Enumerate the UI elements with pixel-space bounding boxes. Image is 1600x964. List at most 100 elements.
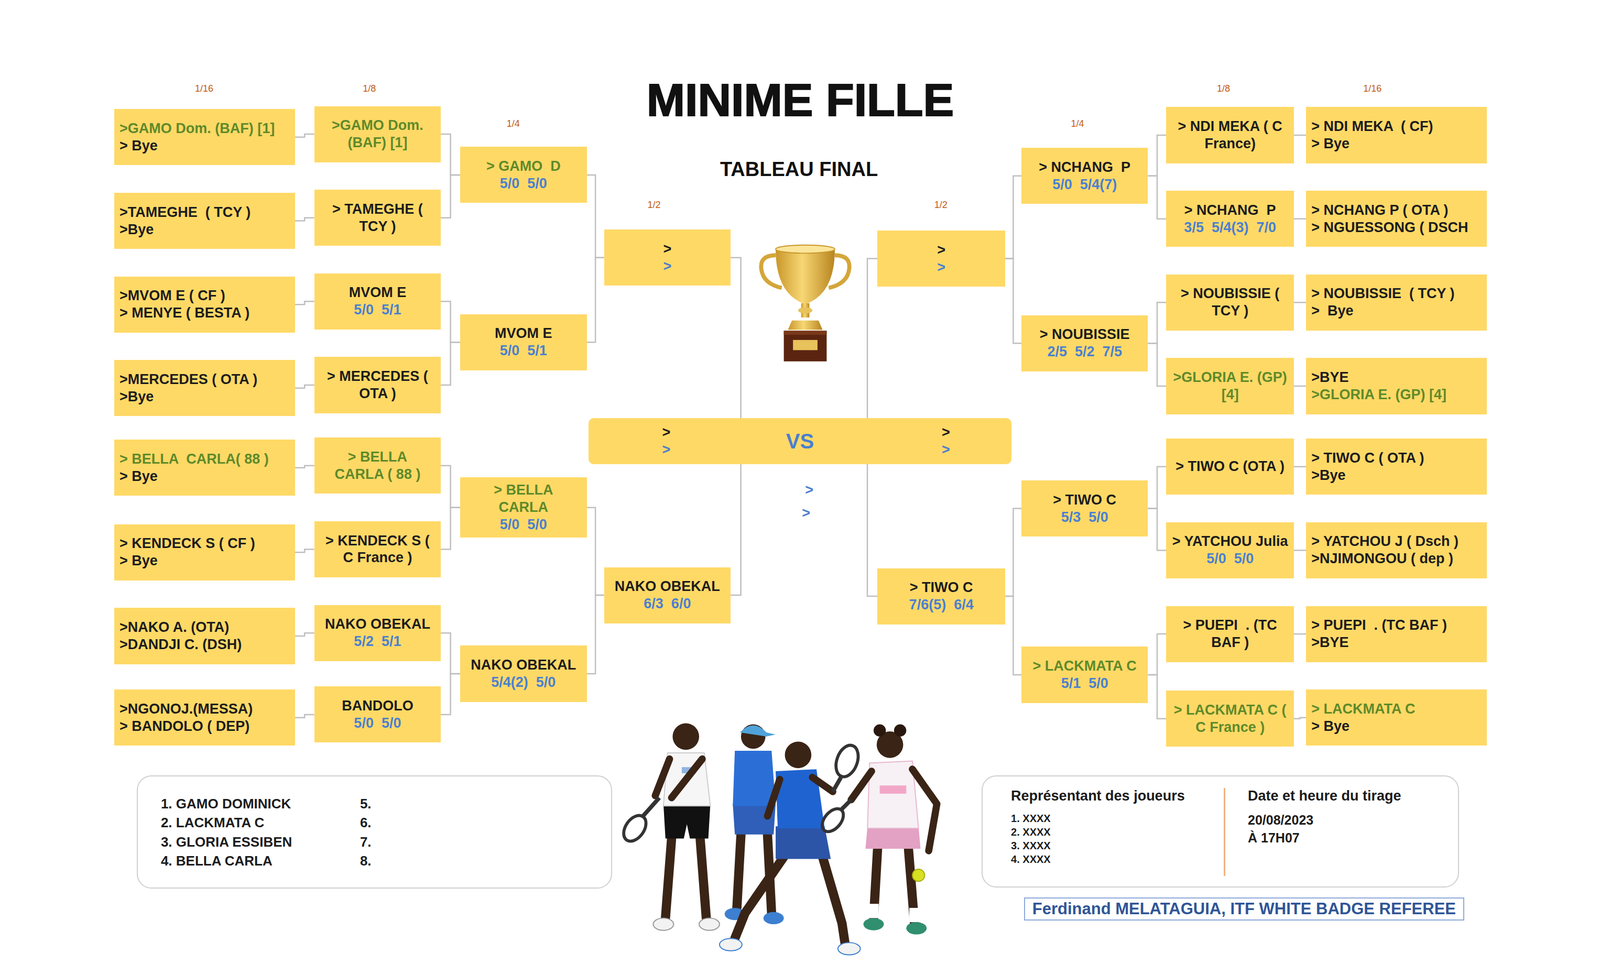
- bracket-line: [1147, 466, 1167, 509]
- box-text: 5/0 5/1: [319, 301, 436, 319]
- player-box: > PUEPI . (TC BAF )>BYE: [1305, 606, 1487, 663]
- bracket-line: [440, 301, 461, 343]
- box-text: > NGUESSONG ( DSCH: [1311, 219, 1482, 237]
- player-box: > YATCHOU Julia5/0 5/0: [1166, 522, 1294, 579]
- bracket-line: [586, 257, 605, 343]
- round-label: 1/4: [1071, 117, 1085, 129]
- box-text: 5/0 5/1: [465, 342, 582, 360]
- bracket-line: [440, 633, 461, 674]
- bracket-line: [1005, 258, 1022, 344]
- bracket-line: [440, 342, 461, 386]
- round-label: 1/8: [1216, 83, 1231, 95]
- bracket-line: [440, 673, 461, 715]
- player-box: >NGONOJ.(MESSA)> BANDOLO ( DEP): [114, 689, 296, 746]
- bracket-line: [295, 218, 315, 222]
- subtitle: TABLEAU FINAL: [720, 158, 878, 181]
- player-box: > NCHANG P5/0 5/4(7): [1021, 147, 1148, 204]
- player-box: > NOUBISSIE ( TCY ): [1166, 274, 1294, 331]
- box-text: >: [882, 258, 1000, 277]
- box-text: >BYE: [1311, 634, 1482, 652]
- info-heading: Représentant des joueurs: [1010, 788, 1219, 805]
- round-label: 1/16: [1363, 83, 1382, 95]
- bracket-line: [1293, 717, 1306, 720]
- bracket-line: [1147, 508, 1167, 551]
- bracket-line: [295, 465, 315, 468]
- box-text: >GAMO Dom. (BAF) [1]: [119, 120, 290, 138]
- bracket-line: [295, 301, 315, 305]
- bracket-line: [295, 633, 315, 637]
- box-text: > TIWO C: [882, 579, 1000, 597]
- box-text: > PUEPI . (TC BAF ): [1311, 616, 1482, 635]
- info-item: 1. XXXX: [1010, 811, 1219, 826]
- box-text: 3/5 5/4(3) 7/0: [1171, 219, 1289, 237]
- bracket-line: [730, 464, 741, 596]
- box-text: > TIWO C: [1026, 491, 1143, 509]
- player-box: > GAMO D5/0 5/0: [460, 146, 587, 203]
- bracket-line: [1147, 343, 1167, 387]
- box-text: > Bye: [119, 137, 290, 155]
- box-text: >BYE: [1311, 368, 1482, 387]
- box-text: >NGONOJ.(MESSA): [119, 700, 290, 718]
- player-box: > LACKMATA C5/1 5/0: [1021, 646, 1148, 703]
- seed-entry: 7.: [360, 832, 596, 852]
- info-item: 3. XXXX: [1010, 839, 1219, 853]
- box-text: NAKO OBEKAL: [465, 656, 582, 674]
- box-text: > NCHANG P ( OTA ): [1311, 201, 1482, 220]
- bracket-line: [1293, 218, 1306, 220]
- box-text: > LACKMATA C ( C France ): [1171, 701, 1289, 737]
- seed-entry: 5.: [360, 794, 596, 814]
- player-box: > LACKMATA C> Bye: [1305, 689, 1487, 746]
- box-text: > LACKMATA C: [1311, 700, 1482, 718]
- box-text: MVOM E: [319, 284, 436, 302]
- player-box: >NAKO A. (OTA)>DANDJI C. (DSH): [114, 607, 296, 665]
- bracket-line: [1147, 176, 1167, 220]
- box-text: > NOUBISSIE ( TCY ): [1171, 285, 1289, 320]
- player-box: NAKO OBEKAL5/4(2) 5/0: [460, 645, 587, 702]
- player-box: > NDI MEKA ( CF)> Bye: [1305, 106, 1487, 163]
- bracket-line: [1147, 634, 1167, 676]
- seed-entry: 6.: [360, 813, 596, 833]
- bracket-line: [1293, 466, 1306, 468]
- seed-entry: 3. GLORIA ESSIBEN: [160, 832, 361, 852]
- box-text: > MENYE ( BESTA ): [119, 304, 290, 322]
- player-box: > TIWO C (OTA ): [1166, 438, 1294, 495]
- box-text: > NDI MEKA ( C France): [1171, 117, 1289, 153]
- round-label: 1/2: [934, 199, 948, 211]
- info-column: Date et heure du tirage20/08/2023À 17H07: [1223, 788, 1458, 877]
- player-box: > KENDECK S ( CF )> Bye: [114, 524, 296, 581]
- arrow-marker: >: [801, 505, 811, 522]
- final-slot: VS: [786, 428, 814, 455]
- box-text: >MVOM E ( CF ): [119, 287, 290, 305]
- box-text: 5/2 5/1: [319, 633, 436, 651]
- box-text: 5/1 5/0: [1026, 675, 1143, 693]
- box-text: > NDI MEKA ( CF): [1311, 117, 1482, 136]
- player-box: > TIWO C7/6(5) 6/4: [877, 568, 1005, 625]
- box-text: > BELLA CARLA: [465, 481, 582, 517]
- slot-text: >: [941, 423, 951, 442]
- box-text: > YATCHOU J ( Dsch ): [1311, 532, 1482, 551]
- bracket-line: [867, 464, 878, 597]
- box-text: >: [882, 241, 1000, 259]
- final-slot: >>: [661, 423, 671, 459]
- versus-text: VS: [786, 428, 814, 455]
- box-text: >GLORIA E. (GP) [4]: [1171, 368, 1289, 404]
- seed-list: 1. GAMO DOMINICK2. LACKMATA C3. GLORIA E…: [137, 776, 612, 881]
- box-text: > BELLA CARLA ( 88 ): [319, 448, 436, 484]
- box-text: 5/0 5/0: [1171, 550, 1289, 568]
- box-text: > LACKMATA C: [1026, 657, 1143, 676]
- player-box: >GAMO Dom. (BAF) [1]: [314, 106, 441, 163]
- box-text: >Bye: [119, 221, 290, 239]
- bracket-line: [1147, 675, 1167, 720]
- box-text: >GAMO Dom. (BAF) [1]: [319, 116, 436, 152]
- player-box: > NDI MEKA ( C France): [1166, 106, 1294, 163]
- box-text: > Bye: [119, 467, 290, 486]
- player-box: NAKO OBEKAL5/2 5/1: [314, 605, 441, 662]
- player-box: > TIWO C ( OTA )>Bye: [1305, 438, 1487, 495]
- bracket-line: [730, 257, 741, 419]
- seed-entry: 2. LACKMATA C: [160, 813, 361, 833]
- info-panel: Représentant des joueurs1. XXXX2. XXXX3.…: [981, 775, 1460, 888]
- round-label: 1/2: [647, 199, 661, 211]
- box-text: MVOM E: [465, 324, 582, 343]
- bracket-line: [440, 134, 461, 176]
